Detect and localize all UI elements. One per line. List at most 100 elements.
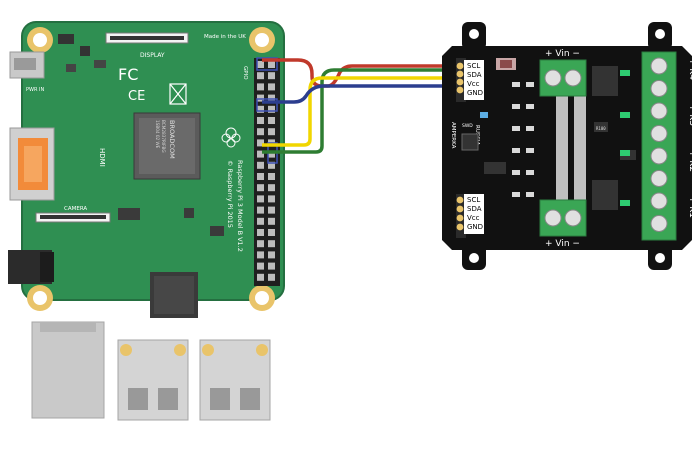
terminal-screw (650, 125, 668, 142)
ce-logo: CE (128, 89, 145, 104)
model-text: Raspberry Pi 3 Model B V1.2 (236, 160, 244, 252)
scl-wire (262, 58, 458, 88)
terminal-screw (650, 57, 668, 75)
gpio-pin (257, 83, 264, 91)
raspberry-pi-board: PWR IN DISPLAY Made in the UK FC CE BROA… (8, 21, 285, 421)
gpio-pin (268, 217, 275, 225)
terminal-label-k3: + K3 − (687, 104, 697, 136)
gpio-pin (268, 262, 275, 270)
gpio-pins (256, 57, 278, 281)
brand-text: AMPERKA (450, 122, 456, 149)
gpio-pin (257, 229, 264, 236)
soc-brand: BROADCOM (168, 120, 176, 159)
mounting-hole (27, 27, 53, 53)
camera-connector (35, 212, 111, 223)
terminal-screw (650, 80, 668, 97)
soc-line-1: BCM2837RIFBG (161, 120, 166, 153)
usb-port (117, 339, 189, 421)
gnd-wire (262, 76, 458, 147)
gpio-pin (268, 83, 275, 91)
gpio-pin (268, 184, 275, 192)
ethernet-port (31, 321, 105, 419)
gpio-pin (268, 94, 275, 102)
mounting-hole (249, 285, 275, 311)
gpio-pin (257, 173, 264, 180)
vin-terminal-bottom (539, 199, 587, 237)
smd-part (512, 192, 520, 197)
gpio-pin (268, 128, 275, 136)
pin-label-scl-bottom: SCL (467, 196, 480, 204)
gpio-pin (268, 150, 275, 158)
gpio-pin (268, 61, 275, 68)
camera-label: CAMERA (64, 206, 87, 212)
soc-line-2: 1SB04 02 WE (155, 120, 160, 149)
i2c-connector-top (456, 58, 484, 102)
mounting-hole (27, 285, 53, 311)
power-connector (9, 51, 45, 79)
mounting-tab (462, 22, 486, 50)
pin-label-gnd-bottom: GND (467, 223, 483, 231)
gpio-pin (268, 161, 275, 169)
display-connector (105, 32, 189, 44)
vin-terminal-top (539, 59, 587, 97)
gpio-pin (257, 150, 264, 158)
vin-label-bottom: + Vin − (545, 239, 580, 249)
mounting-tab (648, 22, 672, 50)
power-switch-module: SCL SDA Vcc GND SCL SDA Vcc GND AMPERKA … (442, 22, 697, 270)
soc-chip (133, 112, 201, 180)
smd-part (526, 126, 534, 131)
smd-part (512, 148, 520, 153)
pin-label-sda-top: SDA (467, 71, 482, 79)
gpio-pin (257, 184, 264, 192)
gpio-pin (257, 61, 264, 68)
gpio-pin (257, 251, 264, 259)
gpio-pin (257, 105, 264, 113)
pin-label-gnd-top: GND (467, 89, 483, 97)
gpio-pin (257, 195, 264, 203)
chip-label: R100 (596, 126, 606, 131)
hdmi-label: HDMI (98, 148, 106, 167)
pin-label-scl-top: SCL (467, 62, 480, 70)
gpio-pin (268, 229, 275, 236)
sda-wire (262, 68, 458, 154)
made-in-label: Made in the UK (204, 34, 246, 40)
gpio-pin (257, 139, 264, 147)
gpio-pin (257, 117, 264, 124)
terminal-label-k4: + K4 − (687, 58, 697, 90)
pin-label-vcc-top: Vcc (467, 80, 480, 88)
gpio-pin (257, 72, 264, 80)
gpio-pin-highlight (256, 57, 278, 71)
i2c-connector-bottom (456, 194, 484, 238)
gpio-pin (257, 128, 264, 136)
pin-label-vcc-bottom: Vcc (467, 214, 480, 222)
hdmi-port (9, 127, 55, 201)
smd-part (526, 82, 534, 87)
usb-port (199, 339, 271, 421)
gpio-pin (268, 105, 275, 113)
gpio-pin (257, 240, 264, 248)
terminal-screw (650, 147, 668, 165)
output-terminal-screws (650, 57, 668, 232)
smd-part (512, 82, 520, 87)
mounting-hole (249, 27, 275, 53)
gpio-pin (257, 273, 264, 281)
gpio-pin (268, 206, 275, 214)
smd-part (512, 104, 520, 109)
gpio-pin (257, 94, 264, 102)
gpio-pin (268, 251, 275, 259)
fcc-logo: FC (118, 65, 138, 84)
audio-jack (8, 250, 54, 284)
terminal-screw (650, 192, 668, 210)
smd-part (512, 126, 520, 131)
gpio-pin (268, 273, 275, 281)
gpio-pin (257, 262, 264, 270)
gpio-pin (268, 72, 275, 80)
vin-label-top: + Vin − (545, 49, 580, 59)
pwr-label: PWR IN (26, 87, 44, 93)
swd-text: SWD (462, 123, 473, 129)
display-label: DISPLAY (140, 52, 165, 59)
gpio-label: GPIO (242, 66, 248, 80)
terminal-screw (650, 102, 668, 120)
smd-part (526, 170, 534, 175)
